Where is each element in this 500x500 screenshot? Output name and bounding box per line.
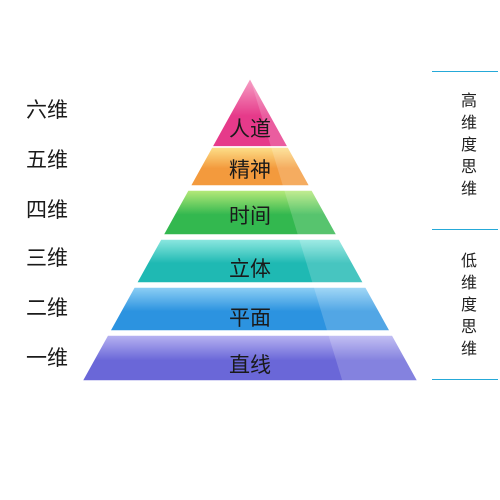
group-divider-middle	[432, 229, 498, 230]
pyramid-layer-shine	[328, 335, 418, 381]
group-divider-top	[432, 71, 498, 72]
dimension-label-4: 四维	[26, 198, 68, 222]
pyramid-layer-shine	[299, 239, 364, 283]
pyramid-layer-1	[80, 334, 420, 382]
group-high-char: 高	[460, 91, 477, 110]
dimension-label-6: 六维	[26, 98, 68, 122]
group-low-char: 维	[460, 273, 477, 292]
pyramid-layer-label-3: 立体	[229, 257, 271, 281]
pyramid-layer-label-2: 平面	[229, 306, 271, 330]
pyramid-layer-label-5: 精神	[229, 158, 271, 182]
group-label-low: 低 维 度 思 维	[456, 250, 482, 360]
pyramid-layer-shine	[271, 147, 310, 186]
dimension-label-1: 一维	[26, 346, 68, 370]
group-low-char: 度	[460, 295, 477, 314]
group-label-high: 高 维 度 思 维	[456, 90, 482, 200]
pyramid-layer-label-4: 时间	[229, 204, 271, 228]
dimension-label-2: 二维	[26, 296, 68, 320]
pyramid-layer-shine	[284, 190, 338, 235]
group-low-char: 思	[460, 317, 477, 336]
group-high-char: 思	[460, 157, 477, 176]
pyramid-layer-shine	[313, 287, 391, 331]
dimension-label-5: 五维	[26, 148, 68, 172]
pyramid-layer-label-6: 人道	[229, 117, 271, 141]
group-high-char: 维	[460, 179, 477, 198]
group-low-char: 维	[460, 339, 477, 358]
pyramid-layer-3	[135, 238, 365, 284]
dimension-label-3: 三维	[26, 246, 68, 270]
group-high-char: 维	[460, 113, 477, 132]
group-low-char: 低	[460, 251, 477, 270]
pyramid-layer-5	[188, 146, 312, 187]
pyramid-layer-label-1: 直线	[229, 353, 271, 377]
group-high-char: 度	[460, 135, 477, 154]
group-divider-bottom	[432, 379, 498, 380]
pyramid-layer-2	[108, 286, 392, 332]
pyramid-layer-shine	[250, 78, 289, 147]
pyramid-layer-4	[161, 189, 339, 236]
